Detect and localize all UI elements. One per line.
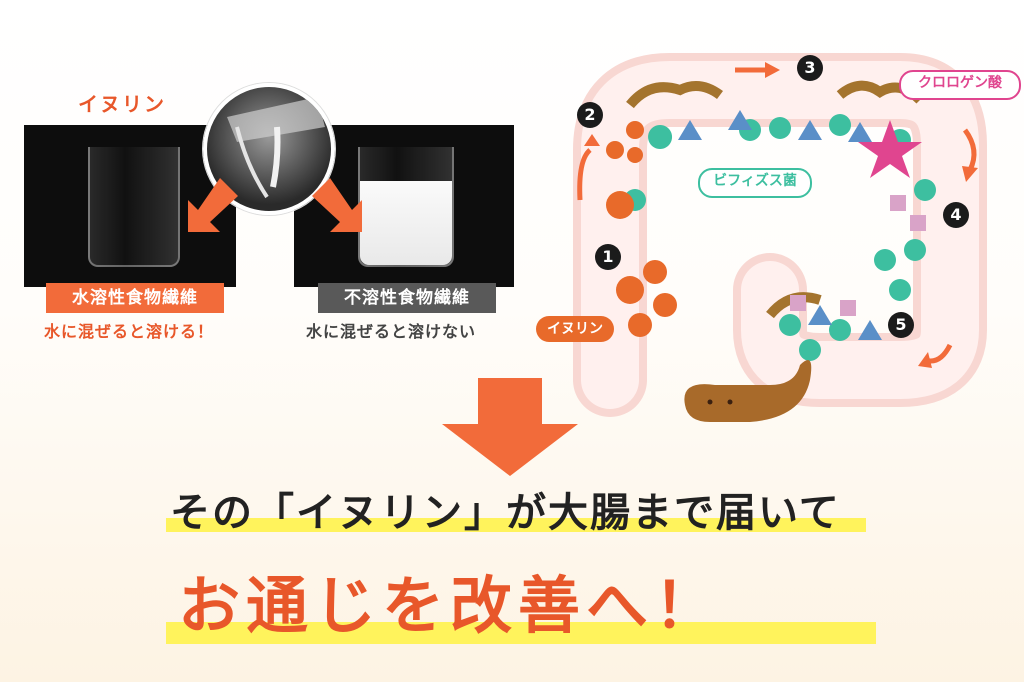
step-5: 5 xyxy=(888,312,914,338)
soluble-label: 水溶性食物繊維 xyxy=(46,283,224,313)
pouring-illustration xyxy=(227,97,325,199)
soluble-photo xyxy=(24,125,236,287)
pouring-image xyxy=(203,83,335,215)
tag-inulin: イヌリン xyxy=(536,316,614,342)
inulin-characters xyxy=(606,121,677,337)
cloudy-liquid xyxy=(360,181,452,265)
arrow-left-icon xyxy=(188,178,238,232)
down-arrow-icon xyxy=(442,378,578,476)
arrow-right-icon xyxy=(312,178,362,232)
soluble-caption: 水に混ぜると溶ける！ xyxy=(44,322,215,341)
glass-clear xyxy=(88,147,180,267)
headline-line1: その「イヌリン」が大腸まで届いて xyxy=(170,490,841,536)
split-arrows xyxy=(188,178,362,232)
poop-illustration xyxy=(684,360,812,422)
step-4: 4 xyxy=(943,202,969,228)
tag-chlorogenic-acid: クロロゲン酸 xyxy=(899,70,1021,100)
insoluble-label: 不溶性食物繊維 xyxy=(318,283,496,313)
step-3: 3 xyxy=(797,55,823,81)
highlight-line1 xyxy=(166,518,866,532)
highlight-line2 xyxy=(166,622,876,644)
insoluble-caption: 水に混ぜると溶けない xyxy=(306,322,477,341)
chlorogenic-acid-star xyxy=(858,120,922,178)
tag-bifidobacteria: ビフィズス菌 xyxy=(698,168,812,198)
step-1: 1 xyxy=(595,244,621,270)
glass-cloudy xyxy=(358,147,454,267)
step-2: 2 xyxy=(577,102,603,128)
inulin-title: イヌリン xyxy=(78,92,166,116)
intestine-diagram xyxy=(573,53,987,422)
headline-line2: お通じを改善へ！ xyxy=(178,569,723,642)
